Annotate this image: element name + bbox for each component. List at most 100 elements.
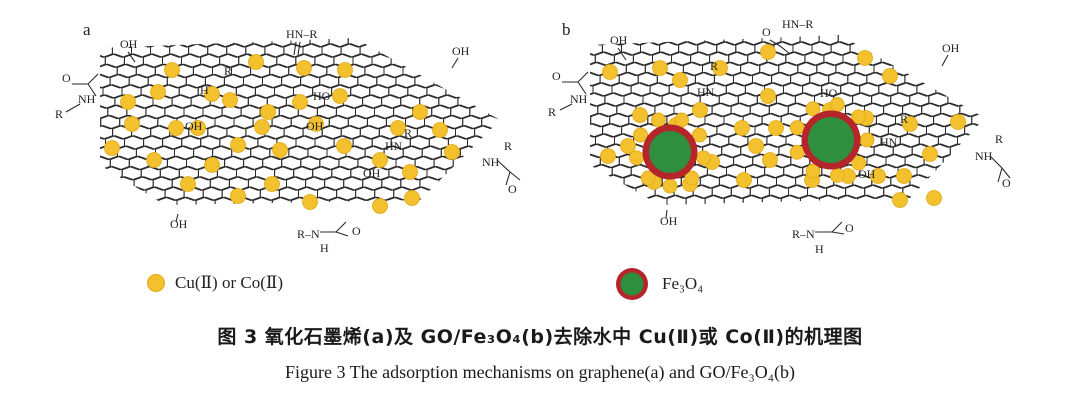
hexagon [271, 196, 292, 205]
hexagon [322, 207, 341, 221]
hexagon [515, 95, 534, 109]
hexagon [678, 204, 699, 205]
group-nh: NH [78, 92, 96, 106]
hexagon [968, 61, 985, 77]
hexagon [220, 218, 239, 232]
hexagon [942, 153, 963, 169]
hexagon [157, 38, 178, 48]
hexagon [107, 186, 128, 202]
hexagon [1036, 185, 1055, 199]
hexagon [431, 104, 452, 120]
hexagon [697, 204, 718, 205]
caption-chinese: 图 3 氧化石墨烯(a)及 GO/Fe₃O₄(b)去除水中 Cu(Ⅱ)或 Co(… [217, 326, 863, 348]
hexagon [943, 236, 962, 250]
hexagon [564, 42, 583, 56]
hexagon [184, 23, 203, 37]
group-nh: NH [975, 149, 993, 163]
hexagon [658, 236, 677, 250]
hexagon [590, 35, 599, 36]
hexagon [476, 94, 497, 109]
hexagon [128, 73, 149, 89]
hexagon [207, 43, 228, 58]
metal-ion [857, 50, 873, 66]
hexagon [300, 73, 321, 89]
hexagon [1046, 226, 1065, 240]
hexagon [618, 71, 639, 87]
hexagon [553, 177, 572, 191]
hexagon [862, 216, 881, 230]
hexagon [488, 186, 500, 202]
hexagon [565, 105, 584, 119]
metal-ion [150, 84, 166, 100]
metal-ion [870, 168, 886, 184]
hexagon [232, 228, 251, 242]
hexagon [1034, 52, 1053, 66]
hexagon [568, 156, 587, 170]
hexagon [99, 228, 118, 242]
hexagon [402, 145, 423, 161]
hexagon [1027, 226, 1046, 240]
metal-ion [372, 198, 388, 214]
hexagon [1001, 236, 1020, 250]
hexagon [882, 35, 903, 36]
hexagon [563, 218, 582, 232]
hexagon [481, 38, 500, 48]
hexagon [70, 105, 89, 119]
metal-ion [829, 168, 845, 183]
hexagon [613, 228, 632, 242]
hexagon [390, 53, 411, 69]
metal-ion [432, 122, 448, 138]
hexagon [575, 146, 594, 160]
hexagon [920, 216, 939, 230]
hexagon [971, 112, 985, 128]
hexagon [983, 204, 985, 205]
hexagon [246, 207, 265, 221]
metal-ion [736, 172, 752, 188]
hexagon [931, 226, 950, 240]
hexagon [478, 63, 499, 79]
hexagon [51, 23, 70, 37]
hexagon [434, 238, 453, 252]
hexagon [486, 135, 500, 150]
hexagon [74, 44, 93, 58]
hexagon [1046, 144, 1065, 158]
metal-ion [146, 152, 162, 168]
hexagon [577, 197, 596, 211]
metal-ion [230, 188, 246, 204]
hexagon [558, 115, 577, 129]
hexagon [792, 41, 813, 56]
hexagon [469, 104, 490, 120]
hexagon [1003, 205, 1022, 219]
hexagon [418, 207, 437, 221]
hexagon [590, 71, 601, 87]
hexagon [100, 38, 121, 48]
metal-ion [168, 120, 184, 136]
metal-ion [640, 170, 656, 186]
hexagon [1072, 52, 1080, 66]
hexagon [541, 21, 560, 35]
hexagon [565, 124, 584, 138]
hexagon [1038, 72, 1057, 86]
hexagon [848, 236, 867, 250]
hexagon [590, 41, 603, 56]
metal-ion [789, 144, 805, 160]
hexagon [281, 73, 302, 89]
metal-ion [180, 176, 196, 192]
hexagon [481, 196, 500, 205]
hexagon [328, 196, 349, 205]
hexagon [415, 238, 434, 252]
hexagon [584, 105, 603, 119]
hexagon [183, 104, 204, 120]
metal-ion [254, 119, 270, 135]
hexagon [569, 62, 588, 76]
hexagon [625, 238, 644, 252]
hexagon [461, 228, 480, 242]
hexagon [393, 104, 414, 120]
hexagon [609, 194, 630, 205]
hexagon [654, 35, 675, 36]
hexagon [1062, 93, 1080, 107]
hexagon [844, 35, 865, 36]
hexagon [678, 41, 699, 56]
hexagon [998, 103, 1017, 117]
